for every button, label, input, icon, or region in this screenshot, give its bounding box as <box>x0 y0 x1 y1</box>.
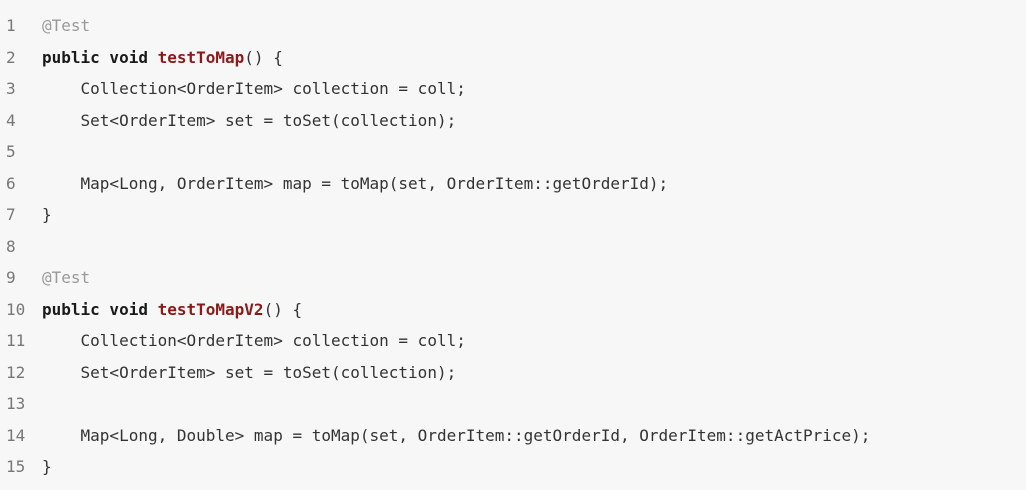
code-line: 14 Map<Long, Double> map = toMap(set, Or… <box>0 420 1026 452</box>
code-line: 7} <box>0 199 1026 231</box>
code-token-annotation: @Test <box>42 268 91 287</box>
line-content: public void testToMapV2() { <box>42 294 1026 326</box>
line-content: } <box>42 199 1026 231</box>
code-token-keyword: public void <box>42 47 158 67</box>
code-line: 5 <box>0 136 1026 168</box>
line-content: Map<Long, OrderItem> map = toMap(set, Or… <box>42 168 1026 200</box>
line-content: Set<OrderItem> set = toSet(collection); <box>42 357 1026 389</box>
line-number: 6 <box>6 173 16 193</box>
line-number: 9 <box>6 268 16 287</box>
line-number: 5 <box>6 142 16 161</box>
code-line: 3 Collection<OrderItem> collection = col… <box>0 73 1026 105</box>
line-number: 12 <box>6 362 26 382</box>
line-content: public void testToMap() { <box>42 42 1026 74</box>
line-number: 14 <box>6 425 26 445</box>
line-number: 4 <box>6 110 16 130</box>
line-number: 1 <box>6 16 16 35</box>
line-content: @Test <box>42 10 1026 42</box>
code-line: 15} <box>0 451 1026 483</box>
code-token-plain: () { <box>244 47 283 67</box>
code-token-plain: Collection<OrderItem> collection = coll; <box>42 331 466 350</box>
code-line: 9 @Test <box>0 262 1026 294</box>
code-line: 11 Collection<OrderItem> collection = co… <box>0 325 1026 357</box>
line-number: 8 <box>6 236 16 256</box>
line-content <box>42 388 1026 420</box>
code-line: 12 Set<OrderItem> set = toSet(collection… <box>0 357 1026 389</box>
line-number: 10 <box>6 299 26 319</box>
line-content: Collection<OrderItem> collection = coll; <box>42 325 1026 357</box>
code-token-plain: Collection<OrderItem> collection = coll; <box>42 79 466 98</box>
line-number: 15 <box>6 457 26 476</box>
code-token-plain: } <box>42 457 52 476</box>
line-number: 7 <box>6 205 16 224</box>
code-token-plain: } <box>42 205 52 224</box>
code-token-plain: () { <box>263 299 303 319</box>
code-token-method-name: testToMapV2 <box>157 299 264 319</box>
code-token-plain: Set<OrderItem> set = toSet(collection); <box>42 110 457 130</box>
line-number: 3 <box>6 79 16 98</box>
code-token-plain: Map<Long, OrderItem> map = toMap(set, Or… <box>42 173 669 193</box>
line-content: @Test <box>42 262 1026 294</box>
code-token-plain: Set<OrderItem> set = toSet(collection); <box>42 362 457 382</box>
code-line: 6 Map<Long, OrderItem> map = toMap(set, … <box>0 168 1026 200</box>
code-line: 2 public void testToMap() { <box>0 42 1026 74</box>
line-content <box>42 136 1026 168</box>
code-line: 8 <box>0 231 1026 263</box>
line-content: Collection<OrderItem> collection = coll; <box>42 73 1026 105</box>
line-content: Map<Long, Double> map = toMap(set, Order… <box>42 420 1026 452</box>
code-token-method-name: testToMap <box>157 47 245 67</box>
code-token-plain: Map<Long, Double> map = toMap(set, Order… <box>42 425 871 445</box>
line-content: Set<OrderItem> set = toSet(collection); <box>42 105 1026 137</box>
line-content <box>42 231 1026 263</box>
code-line: 4 Set<OrderItem> set = toSet(collection)… <box>0 105 1026 137</box>
code-token-keyword: public void <box>42 299 158 319</box>
line-number: 13 <box>6 394 26 413</box>
line-content: } <box>42 451 1026 483</box>
code-line: 13 <box>0 388 1026 420</box>
line-number: 2 <box>6 47 16 67</box>
code-line: 1 @Test <box>0 10 1026 42</box>
line-number: 11 <box>6 331 26 350</box>
code-line: 10 public void testToMapV2() { <box>0 294 1026 326</box>
code-token-annotation: @Test <box>42 16 91 35</box>
